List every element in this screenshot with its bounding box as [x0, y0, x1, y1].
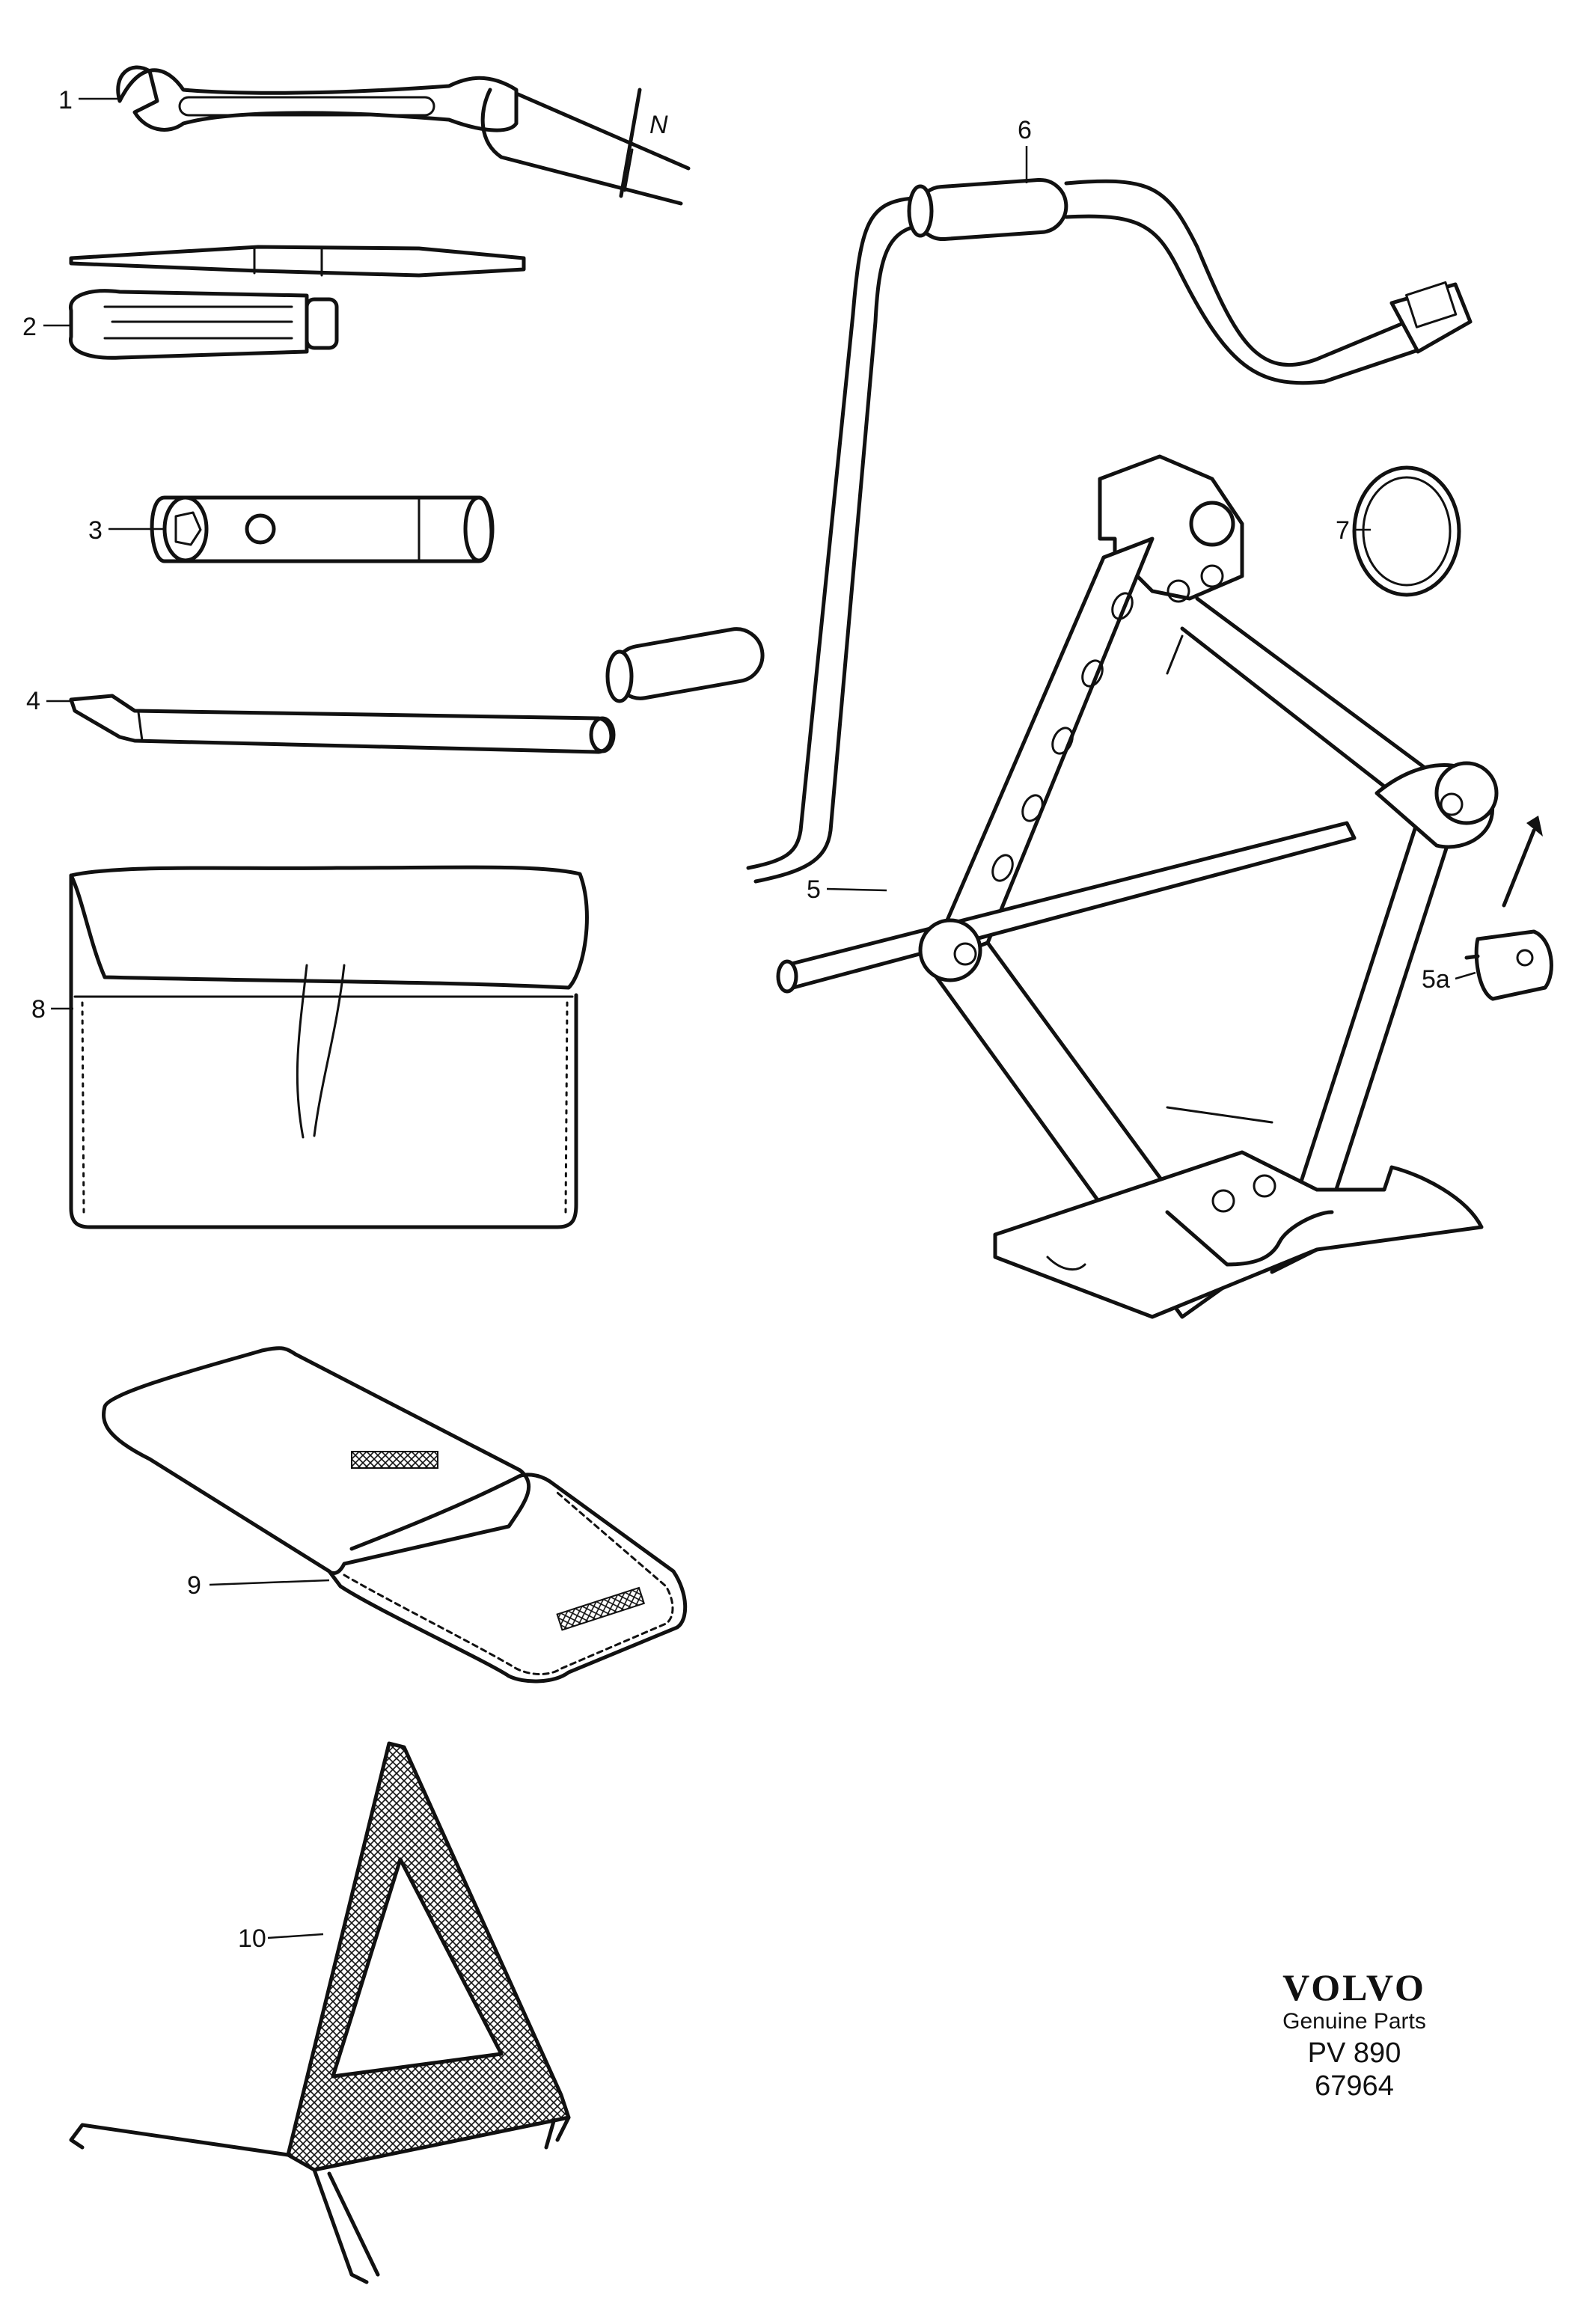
seal-ring: [1352, 465, 1461, 597]
callout-5a: 5a: [1422, 965, 1450, 994]
callout-3: 3: [88, 516, 103, 545]
tyre-lever: [69, 694, 616, 754]
dimension-n-label: N: [649, 111, 668, 139]
callout-8: 8: [31, 995, 46, 1024]
triangle-case: [102, 1346, 688, 1684]
callout-4: 4: [26, 687, 40, 715]
reflector-strip-top: [351, 1451, 438, 1469]
callout-9: 9: [187, 1571, 201, 1600]
crank-handle: [605, 177, 1473, 884]
screwdriver: [69, 245, 526, 360]
tool-bag: [69, 865, 589, 1229]
box-spanner: [150, 495, 495, 563]
jack-knob: [1464, 816, 1553, 1001]
open-end-wrench: [116, 65, 691, 206]
warning-triangle: [69, 1741, 571, 2284]
callout-5: 5: [807, 875, 821, 904]
brand-block: VOLVO Genuine Parts PV 890 67964: [1265, 1966, 1444, 2103]
callout-1: 1: [58, 86, 73, 114]
callout-6: 6: [1018, 116, 1032, 144]
reflector-strip-bottom: [556, 1586, 646, 1631]
callout-2: 2: [22, 313, 37, 341]
callout-7: 7: [1336, 516, 1350, 545]
brand-subtitle: Genuine Parts: [1282, 2009, 1426, 2034]
part-code: PV 890 67964: [1307, 2037, 1401, 2102]
callout-10: 10: [238, 1924, 266, 1953]
brand-logo: VOLVO: [1282, 1966, 1426, 2008]
scissor-jack: [776, 454, 1499, 1319]
arm-holes: [991, 592, 1134, 882]
